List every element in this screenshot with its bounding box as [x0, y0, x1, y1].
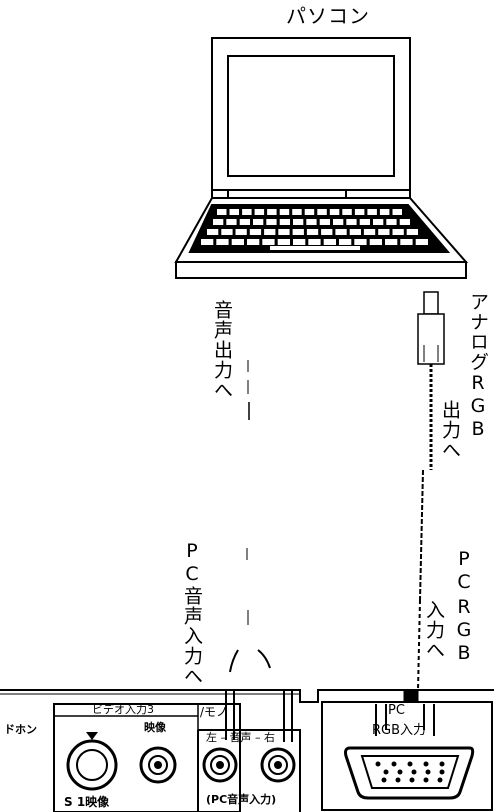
- s1-video-label: S 1映像: [64, 795, 110, 809]
- dsub-pins: [375, 761, 445, 783]
- pc-rgb-panel-label-top: PC: [388, 703, 405, 718]
- analog-rgb-out-label-1: アナログRGB: [467, 292, 489, 441]
- video-label: 映像: [144, 721, 166, 734]
- rgb-cable: [403, 291, 445, 703]
- audio-out-label: 音声出力へ: [211, 300, 233, 400]
- audio-cable: [229, 360, 271, 673]
- pc-audio-in-label-2: 音声入力へ: [181, 586, 203, 686]
- keyboard-keys: [201, 209, 428, 250]
- pc-audio-in-label-1: PC: [181, 540, 203, 586]
- pc-audio-input-label: (PC音声入力): [206, 793, 277, 806]
- pc-rgb-in-label-3: 入力へ: [423, 600, 445, 660]
- tv-rear-panel: [0, 689, 494, 812]
- analog-rgb-out-label-2: 出力へ: [439, 400, 461, 460]
- pc-rgb-in-label-2: RGB: [453, 596, 475, 665]
- video-input-3-label: ビデオ入力3: [92, 703, 154, 716]
- pc-rgb-in-label-1: PC: [453, 548, 475, 594]
- rgb-input-label: RGB入力: [372, 723, 427, 738]
- headphone-label: ドホン: [4, 723, 37, 736]
- left-audio-right-label: 左 – 音声 – 右: [206, 731, 275, 744]
- pc-label: パソコン: [286, 4, 370, 28]
- mono-label: /モノ: [200, 705, 229, 719]
